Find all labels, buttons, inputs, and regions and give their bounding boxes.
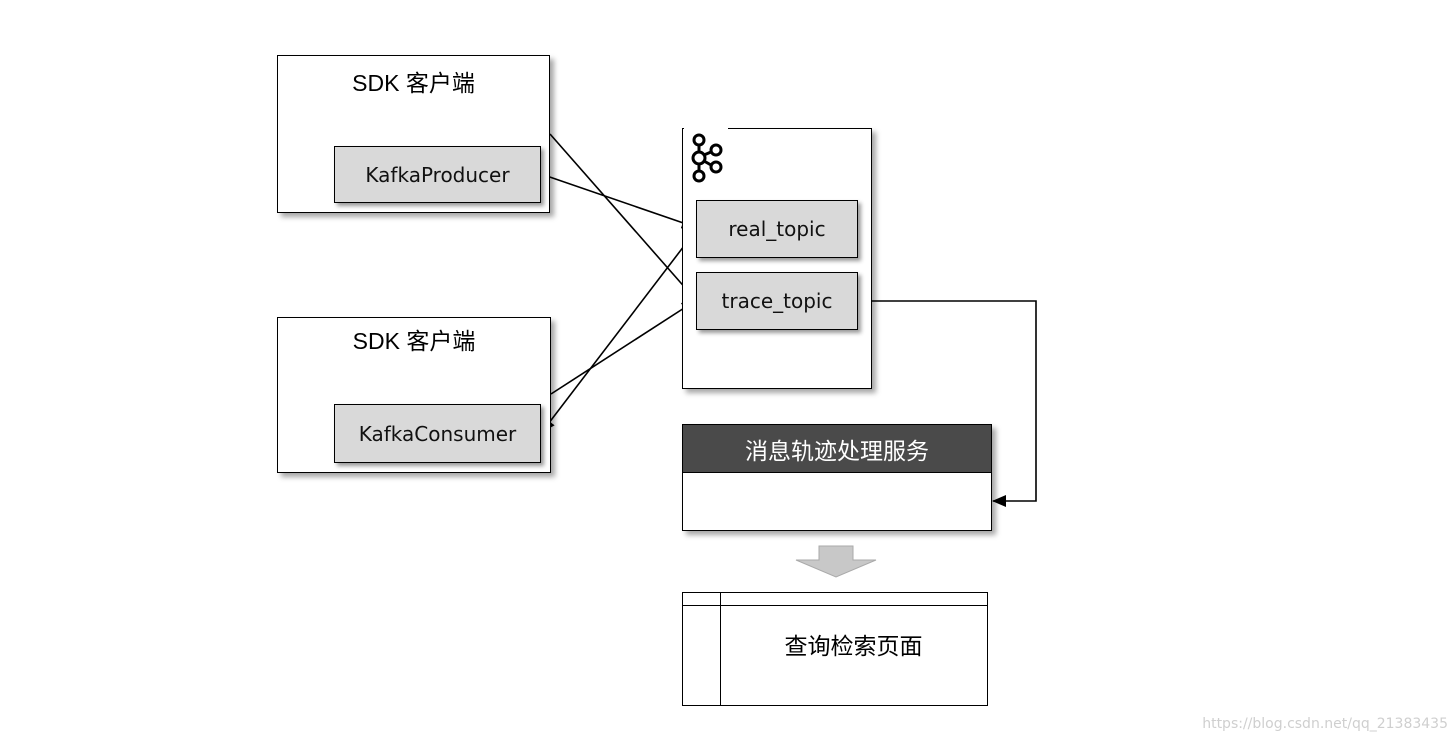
trace-service-box: 消息轨迹处理服务 <box>682 424 992 531</box>
kafka-logo-icon <box>691 133 723 183</box>
trace-service-title: 消息轨迹处理服务 <box>683 425 991 473</box>
query-page-label: 查询检索页面 <box>784 634 923 660</box>
watermark-text: https://blog.csdn.net/qq_21383435 <box>1202 716 1448 732</box>
edge-sdk1-to-trace-topic <box>549 133 696 300</box>
kafka-box-border-gap <box>684 124 728 132</box>
kafka-producer-node: KafkaProducer <box>334 146 541 203</box>
down-arrow-icon <box>795 545 877 578</box>
sdk-client-title: SDK 客户端 <box>352 70 475 96</box>
edge-real-topic-to-consumer <box>541 228 698 433</box>
edge-sdk2-to-trace-topic <box>550 300 696 395</box>
edge-producer-to-real-topic <box>540 173 696 229</box>
real-topic-node: real_topic <box>696 200 858 258</box>
kafka-consumer-node: KafkaConsumer <box>334 404 541 463</box>
sdk-client-title: SDK 客户端 <box>352 328 476 354</box>
trace-topic-node: trace_topic <box>696 272 858 330</box>
query-page-divider-vertical <box>720 593 721 705</box>
query-page-divider-horizontal <box>683 605 987 606</box>
query-page-box: 查询检索页面 <box>682 592 988 706</box>
